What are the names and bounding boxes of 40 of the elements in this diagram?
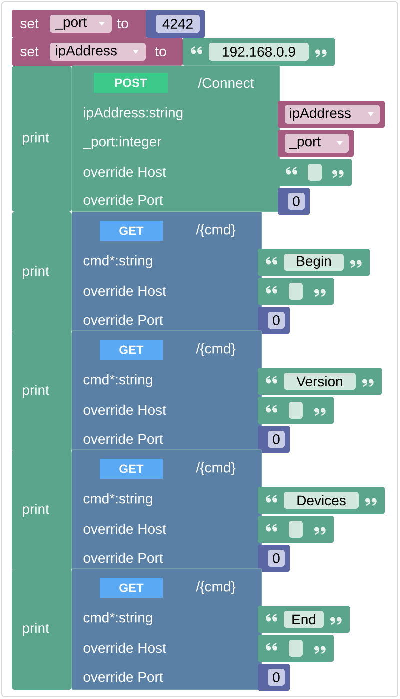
print-block: print: [12, 66, 72, 212]
node-label: print: [23, 132, 50, 146]
method-badge: POST: [94, 73, 168, 93]
variable-block: ipAddress: [278, 101, 385, 128]
number-block: 0: [258, 664, 290, 691]
number-block: 0: [258, 307, 290, 334]
method-badge: GET: [100, 459, 163, 479]
string-block: [258, 278, 334, 305]
number-block: 4242: [146, 10, 205, 38]
print-block: print: [12, 569, 72, 690]
node-label: print: [23, 266, 50, 280]
string-block: 192.168.0.9: [183, 38, 335, 66]
print-block: print: [12, 331, 72, 452]
node-label: to: [117, 19, 128, 29]
string-block: Begin: [258, 249, 370, 276]
node-label: to: [155, 47, 166, 57]
node-label: 192.168.0.9: [223, 47, 296, 57]
node-label: print: [23, 622, 50, 636]
print-block: print: [12, 450, 72, 571]
node-label: set: [20, 47, 39, 57]
method-badge: GET: [100, 221, 163, 241]
number-block: 0: [278, 188, 310, 215]
string-block: Devices: [258, 487, 385, 514]
print-block: print: [12, 212, 72, 333]
string-block: [258, 516, 334, 543]
string-block: End: [258, 606, 350, 633]
variable-block: _port: [278, 130, 354, 157]
node-label: print: [23, 504, 50, 518]
node-label: print: [23, 384, 50, 398]
method-badge: GET: [100, 340, 163, 360]
string-block: [278, 159, 352, 186]
variable-dropdown: ipAddress: [50, 43, 146, 61]
string-block: [258, 635, 334, 662]
variable-dropdown: _port: [50, 15, 112, 33]
number-block: 0: [258, 545, 290, 572]
node-label: set: [20, 19, 39, 29]
method-badge: GET: [100, 578, 163, 598]
string-block: [258, 397, 334, 424]
number-block: 0: [258, 426, 290, 453]
string-block: Version: [258, 368, 382, 395]
